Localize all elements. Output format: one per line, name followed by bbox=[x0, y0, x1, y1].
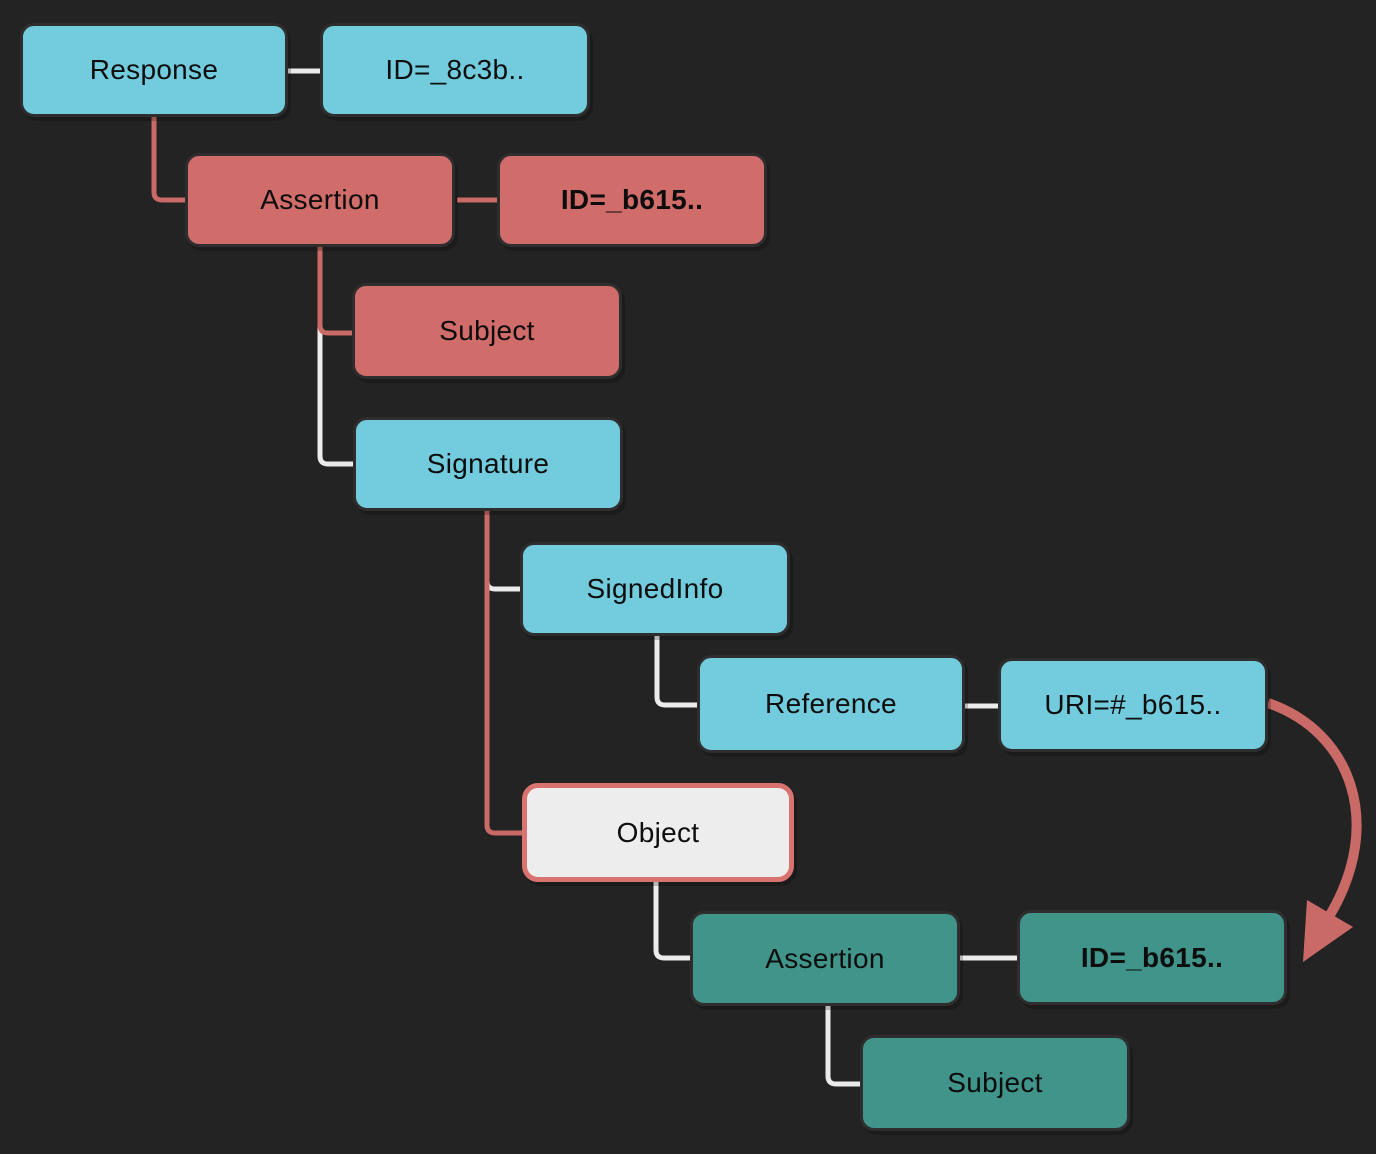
node-reference: Reference bbox=[697, 655, 965, 753]
node-response: Response bbox=[20, 23, 288, 117]
node-signedinfo: SignedInfo bbox=[520, 542, 790, 636]
node-signature: Signature bbox=[353, 417, 623, 511]
node-assertion-inner: Assertion bbox=[690, 911, 960, 1006]
connector-assertion-inner-subject bbox=[825, 1006, 860, 1087]
node-label: Reference bbox=[765, 688, 897, 719]
node-label: ID=_b615.. bbox=[1080, 941, 1224, 973]
node-assertion-outer: Assertion bbox=[185, 153, 455, 247]
connector-signature-object bbox=[484, 511, 522, 836]
node-assertion-inner-id-attribute: ID=_b615.. bbox=[1017, 910, 1287, 1005]
node-label: Assertion bbox=[260, 184, 380, 215]
node-assertion-outer-id-attribute: ID=_b615.. bbox=[497, 153, 767, 247]
node-label: Response bbox=[89, 54, 219, 85]
node-label: URI=#_b615.. bbox=[1044, 689, 1222, 720]
node-reference-uri-attribute: URI=#_b615.. bbox=[998, 658, 1268, 752]
node-object: Object bbox=[522, 783, 794, 882]
node-response-id-attribute: ID=_8c3b.. bbox=[320, 23, 590, 117]
node-label: Subject bbox=[947, 1067, 1043, 1098]
node-label: ID=_8c3b.. bbox=[385, 54, 525, 85]
node-subject-outer: Subject bbox=[352, 283, 622, 379]
node-label: ID=_b615.. bbox=[560, 184, 704, 215]
node-label: Assertion bbox=[765, 942, 885, 974]
node-label: Object bbox=[616, 816, 700, 848]
connector-signature-signedinfo bbox=[484, 511, 520, 592]
connector-response-assertion bbox=[151, 117, 185, 203]
connector-object-assertion bbox=[653, 882, 690, 961]
node-label: Signature bbox=[426, 448, 550, 479]
node-label: SignedInfo bbox=[586, 573, 724, 604]
connector-signedinfo-reference bbox=[654, 636, 697, 708]
uri-reference-arrow bbox=[1266, 698, 1362, 918]
uri-reference-arrowhead bbox=[1303, 900, 1353, 962]
node-label: Subject bbox=[439, 315, 535, 346]
node-subject-inner: Subject bbox=[860, 1035, 1130, 1131]
connector-assertion-signature bbox=[317, 247, 353, 467]
connector-assertion-subject bbox=[317, 247, 352, 336]
